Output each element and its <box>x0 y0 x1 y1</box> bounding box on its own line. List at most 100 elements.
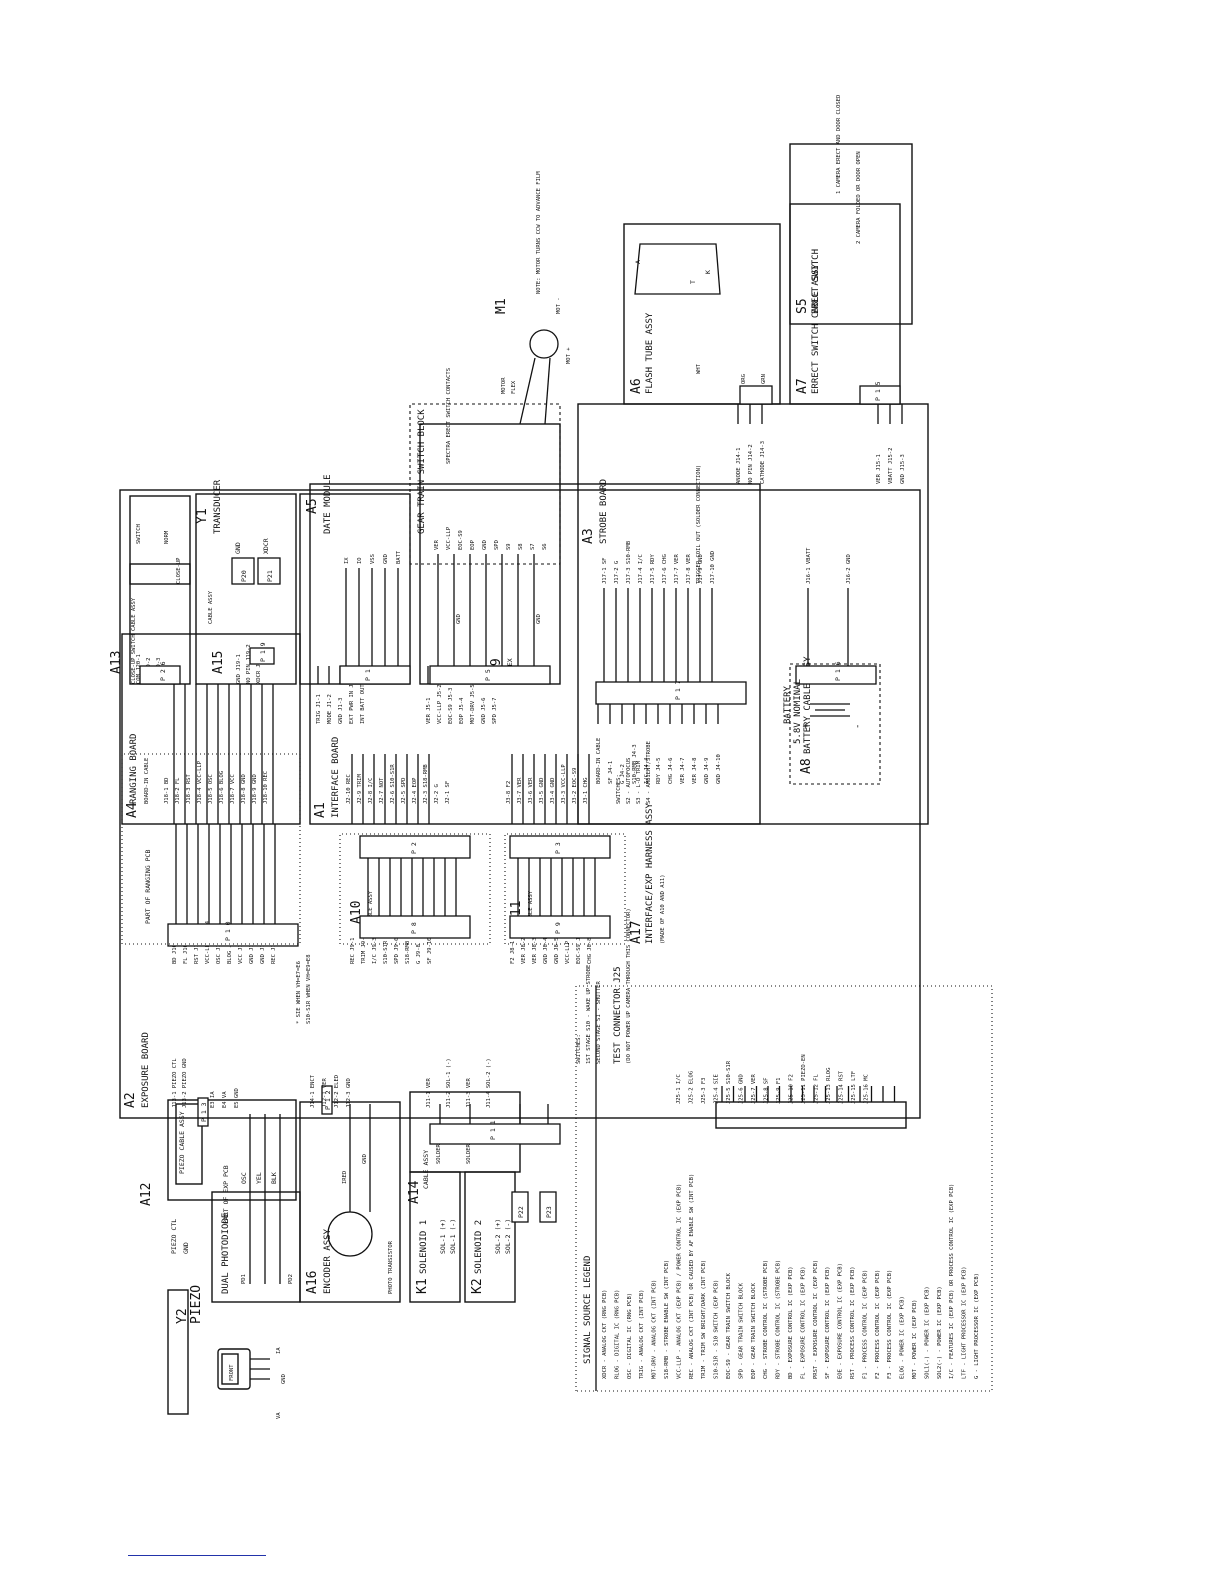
legend-item: VCC-LLP - ANALOG CKT (EXP PCB) / POWER C… <box>676 1184 682 1379</box>
block-s5-erect-switch: S5 ERECT SWITCH 1 CAMERA ERECT AND DOOR … <box>789 95 913 325</box>
a2-j11-pin: J11-4 SOL-2 (-) <box>486 1058 492 1108</box>
a2-j9-pin: I/C J9-3 <box>372 938 378 965</box>
a2-j8-pin: VER J8-3 <box>532 938 538 965</box>
a1-j4-pin: BOARD-IN CABLE <box>596 738 602 784</box>
footer-rule <box>128 1555 266 1556</box>
a1-j4-pin: I/C J4-4 <box>644 757 650 784</box>
legend-item: MOT - POWER IC (EXP PCB) <box>912 1300 918 1379</box>
a3-j17-pin: J17-6 CHG <box>662 554 668 584</box>
a8-title: BATTERY CABLE ASSY <box>803 656 813 754</box>
a2-note: S10-S1R WHEN VH=E9=E8 <box>306 954 312 1024</box>
a1-j3-pin: J3-3 VCC-LLP <box>561 764 567 804</box>
legend-item: TRIM - TRIM SW BRIGHT/DARK (INT PCB) <box>701 1260 707 1379</box>
test-connector-note: (DO NOT POWER UP CAMERA THROUGH THIS CON… <box>626 908 632 1064</box>
legend-item: EOC-S9 - GEAR TRAIN SWITCH BLOCK <box>726 1272 732 1379</box>
a5-pin: IX <box>344 557 350 564</box>
a2-switch: SWITCHES: <box>576 1034 582 1064</box>
a13-id: A13 <box>109 651 124 674</box>
y2-pin-gnd: GND <box>182 1242 190 1254</box>
a2-j10-pin: RST J10-3 <box>194 934 200 964</box>
a1-switch: S4 - AMBIENT/STROBE <box>646 741 652 804</box>
a1-j4-pin: S10-RMB J4-3 <box>632 744 638 784</box>
k1-id: K1 <box>415 1278 430 1294</box>
a4-j19-pin: GND J19-1 <box>236 654 242 684</box>
p19-label: P 1 9 <box>259 642 267 662</box>
a2-j8-pin: EOC-S9 J8-7 <box>576 928 582 964</box>
legend-title: SIGNAL SOURCE LEGEND <box>583 1256 593 1364</box>
a1-j1-pin: TRIG J1-1 <box>316 694 322 724</box>
p22-label: P22 <box>517 1206 525 1218</box>
a2-j14-pin: J12-1 VER <box>322 1078 328 1108</box>
a1-switch: S2 - AUTOFOCUS <box>626 758 632 804</box>
legend-item: BD - EXPOSURE CONTROL IC (EXP PCB) <box>788 1266 794 1379</box>
a1-j4-pin: GND J4-9 <box>704 758 710 785</box>
a2-pin: J13-1 PIEZO CTL <box>172 1058 178 1108</box>
a2-j25-pin: J25-6 GND <box>739 1074 745 1104</box>
legend-item: SOL1(-) - POWER IC (EXP PCB) <box>924 1286 930 1379</box>
a1-j3-pin: J3-8 F2 <box>506 781 512 804</box>
a2-j14-pin: J12-3 GND <box>346 1078 352 1108</box>
a3-j17-pin: J17-3 S10-RMB <box>626 540 632 584</box>
legend-item: LTF - LIGHT PROCESSOR IC (EXP PCB) <box>962 1266 968 1379</box>
a2-id: A2 <box>123 1092 138 1108</box>
gear-title: GEAR TRAIN SWITCH BLOCK <box>417 409 427 534</box>
legend-item: S10-S1R - S10 SWITCH (EXP PCB) <box>714 1280 720 1379</box>
front-view-connector: FRONT VA GND IA <box>217 1347 287 1419</box>
a16-id: A16 <box>305 1271 320 1294</box>
a4-j18-pin: J18-6 BLOG <box>219 771 225 804</box>
a4-j19-pin: NO PIN J19-2 <box>246 644 252 684</box>
a13-norm: NORM <box>164 530 170 544</box>
s5-title: ERECT SWITCH <box>811 249 821 314</box>
k2-neg: SOL-2 (-) <box>504 1219 512 1254</box>
y1-xdcr: XDCR <box>262 538 270 554</box>
legend-item: REC - ANALOG CKT (INT PCB) OR CAUSED BY … <box>689 1174 695 1379</box>
a2-j9-pin: TRIM J9-2 <box>361 934 367 964</box>
a3-j17-pin: J17-5 RDY <box>650 554 656 584</box>
a2-j8-pin: GND J8-5 <box>554 938 560 965</box>
a1-j2-pin: J2-1 SF <box>445 781 451 804</box>
legend-item: SPD - GEAR TRAIN SWITCH BLOCK <box>738 1282 744 1379</box>
a2-j11-pin: J11-3 VER <box>466 1078 472 1108</box>
a17-id: A17 <box>629 921 644 944</box>
legend-item: SF - EXPOSURE CONTROL IC (EXP PCB) <box>825 1266 831 1379</box>
p21-label: P21 <box>266 570 274 582</box>
m1-motor: MOTOR <box>501 377 507 394</box>
m1-note: NOTE: MOTOR TURNS CCW TO ADVANCE FILM <box>536 171 542 294</box>
legend-item: RLOG - DIGITAL IC (RNG PCB) <box>614 1290 620 1379</box>
a1-switch: S3 - L-D TRIM <box>636 760 642 804</box>
ranging-pcb-part: PART OF RANGING PCB <box>121 753 301 945</box>
a16-photo: PHOTO TRANSISTOR <box>388 1240 394 1294</box>
p15-label: P 1 5 <box>874 381 882 401</box>
gear-pin: VER <box>434 539 440 550</box>
battery-title: BATTERY <box>783 685 793 724</box>
a2-j8-pin: F2 J8-1 <box>510 941 516 964</box>
block-a11: A11 CABLE ASSY P 9 P 3 <box>504 833 626 945</box>
y2-title: PIEZO <box>189 1285 204 1324</box>
a2-j14-pin: J14-1 ENCT <box>310 1074 316 1108</box>
block-a14: A14 CABLE ASSY SOLDERED SOLDERED P22 P23… <box>407 1091 561 1223</box>
y1-title: TRANSDUCER <box>213 479 223 534</box>
y1-id: Y1 <box>195 508 210 524</box>
ranging-part-label: PART OF RANGING PCB <box>144 850 152 924</box>
a2-j8-pin: VER J8-2 <box>521 938 527 965</box>
a3-j14-pin: ANODE J14-1 <box>736 448 742 484</box>
a2-j8-pin: CHG J8-8 <box>587 938 593 965</box>
a4-j20-pin: COM J20-1 <box>136 654 142 684</box>
a2-switch: 1ST STAGE S10 - WAKE UP STROBE <box>586 965 592 1064</box>
a2-j11-pin: J11-2 SOL-1 (-) <box>446 1058 452 1108</box>
block-y2-piezo: Y2 PIEZO <box>167 1099 297 1324</box>
legend-item: EOE - EXPOSURE CONTROL IC (EXP PCB) <box>838 1263 844 1379</box>
a5-pin: IO <box>357 557 363 564</box>
a3-j17-pin: J17-9 GND <box>698 554 704 584</box>
a3-j14-pin: NO PIN J14-2 <box>748 444 754 484</box>
k2-id: K2 <box>470 1278 485 1294</box>
a1-j4-pin: G J4-2 <box>620 764 626 784</box>
a1-j4-pin: CHG J4-6 <box>668 758 674 785</box>
a5-pin: GND <box>383 554 389 564</box>
a2-j10-pin: OSC J10-5 <box>216 934 222 964</box>
a12-title: PIEZO CABLE ASSY <box>178 1111 186 1174</box>
block-m1-motor: M1 NOTE: MOTOR TURNS CCW TO ADVANCE FILM… <box>494 171 572 425</box>
a9-gnd: GND <box>536 614 542 624</box>
